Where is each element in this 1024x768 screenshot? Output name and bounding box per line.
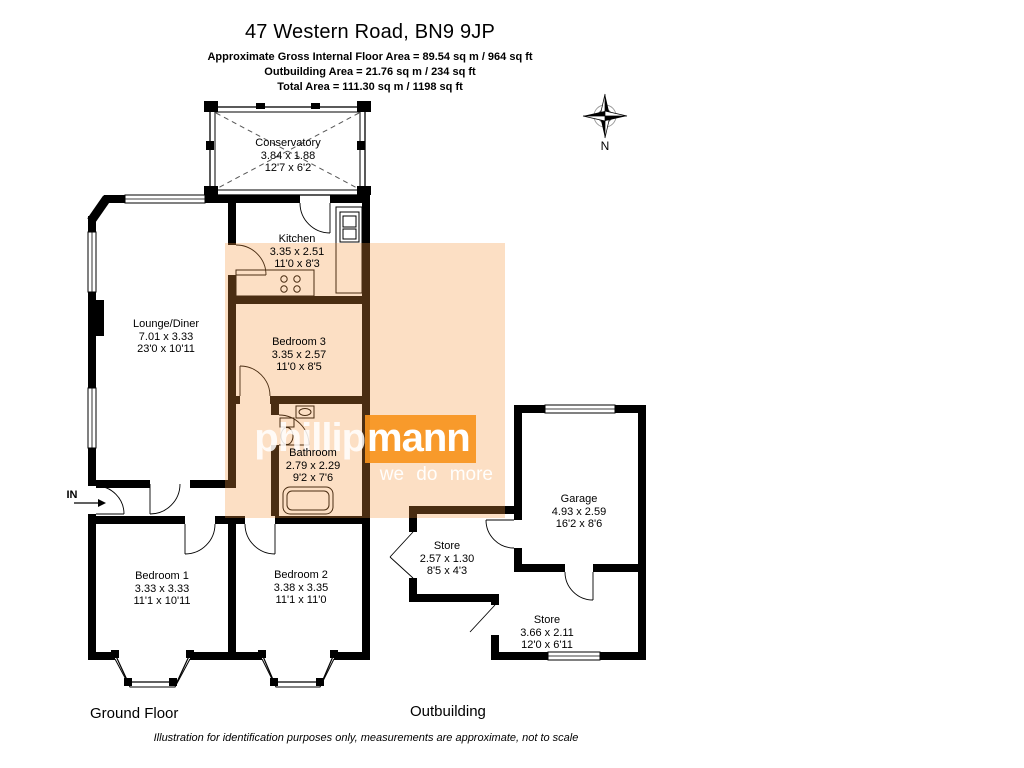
room-label-bathroom: Bathroom 2.79 x 2.29 9'2 x 7'6 <box>286 447 340 485</box>
room-dims-imperial: 8'5 x 4'3 <box>426 565 468 578</box>
room-name: Conservatory <box>255 137 321 149</box>
room-dims-metric: 4.93 x 2.59 <box>551 505 607 518</box>
room-dims-metric: 7.01 x 3.33 <box>138 330 194 343</box>
room-label-store-1: Store 2.57 x 1.30 8'5 x 4'3 <box>420 540 474 578</box>
room-label-garage: Garage 4.93 x 2.59 16'2 x 8'6 <box>552 493 606 531</box>
compass-icon <box>582 93 628 139</box>
area-line-total: Total Area = 111.30 sq m / 1198 sq ft <box>277 81 463 93</box>
room-name: Bedroom 1 <box>135 570 189 582</box>
room-label-conservatory: Conservatory 3.84 x 1.88 12'7 x 6'2 <box>255 137 320 175</box>
room-name: Store <box>533 614 561 626</box>
room-name: Bedroom 2 <box>274 569 328 581</box>
room-dims-metric: 2.57 x 1.30 <box>419 552 475 565</box>
room-name: Bathroom <box>289 447 337 459</box>
room-dims-imperial: 12'7 x 6'2 <box>264 162 312 175</box>
watermark-overlay: phillipmann we do more <box>225 243 505 518</box>
room-label-bedroom-2: Bedroom 2 3.38 x 3.35 11'1 x 11'0 <box>274 569 328 607</box>
area-line-internal: Approximate Gross Internal Floor Area = … <box>207 51 533 63</box>
bay-windows <box>111 650 338 688</box>
room-dims-imperial: 23'0 x 10'11 <box>137 343 195 356</box>
watermark-logo: phillipmann <box>225 415 505 463</box>
bathroom-fixtures <box>279 405 334 515</box>
doors <box>95 202 594 633</box>
room-dims-imperial: 11'1 x 11'0 <box>275 594 327 607</box>
watermark-brand-light: phillip <box>254 416 366 460</box>
room-dims-metric: 3.33 x 3.33 <box>134 582 190 595</box>
room-name: Store <box>433 540 461 552</box>
area-line-outbuilding: Outbuilding Area = 21.76 sq m / 234 sq f… <box>264 66 476 78</box>
room-label-lounge-diner: Lounge/Diner 7.01 x 3.33 23'0 x 10'11 <box>133 318 199 356</box>
room-label-bedroom-3: Bedroom 3 3.35 x 2.57 11'0 x 8'5 <box>272 336 326 374</box>
room-name: Lounge/Diner <box>132 318 200 330</box>
room-dims-metric: 3.35 x 2.57 <box>271 348 327 361</box>
page-title: 47 Western Road, BN9 9JP <box>244 21 496 43</box>
room-dims-metric: 3.35 x 2.51 <box>269 245 325 258</box>
room-dims-imperial: 11'1 x 10'11 <box>133 595 191 608</box>
room-name: Garage <box>560 493 598 505</box>
room-label-bedroom-1: Bedroom 1 3.33 x 3.33 11'1 x 10'11 <box>133 570 190 608</box>
entrance-label: IN <box>66 489 78 501</box>
ground-floor-label: Ground Floor <box>90 705 179 722</box>
room-name: Kitchen <box>278 233 316 245</box>
room-dims-metric: 3.66 x 2.11 <box>520 626 574 639</box>
room-dims-imperial: 9'2 x 7'6 <box>292 472 334 485</box>
room-label-store-2: Store 3.66 x 2.11 12'0 x 6'11 <box>520 614 574 652</box>
room-dims-metric: 3.84 x 1.88 <box>260 149 316 162</box>
kitchen-fixtures <box>235 206 363 297</box>
room-dims-imperial: 12'0 x 6'11 <box>521 639 573 652</box>
room-dims-imperial: 16'2 x 8'6 <box>555 518 603 531</box>
room-label-kitchen: Kitchen 3.35 x 2.51 11'0 x 8'3 <box>270 233 324 271</box>
room-dims-imperial: 11'0 x 8'3 <box>274 258 320 271</box>
room-dims-metric: 2.79 x 2.29 <box>285 459 341 472</box>
disclaimer-text: Illustration for identification purposes… <box>153 732 579 744</box>
windows <box>87 194 616 661</box>
room-name: Bedroom 3 <box>272 336 326 348</box>
compass-north-label: N <box>600 139 610 153</box>
watermark-brand-boxed: mann <box>365 415 476 463</box>
room-dims-imperial: 11'0 x 8'5 <box>276 361 322 374</box>
watermark-tagline: we do more <box>379 464 493 485</box>
room-dims-metric: 3.38 x 3.35 <box>273 581 329 594</box>
entrance-arrow-icon <box>74 499 106 507</box>
outbuilding-label: Outbuilding <box>410 703 486 720</box>
